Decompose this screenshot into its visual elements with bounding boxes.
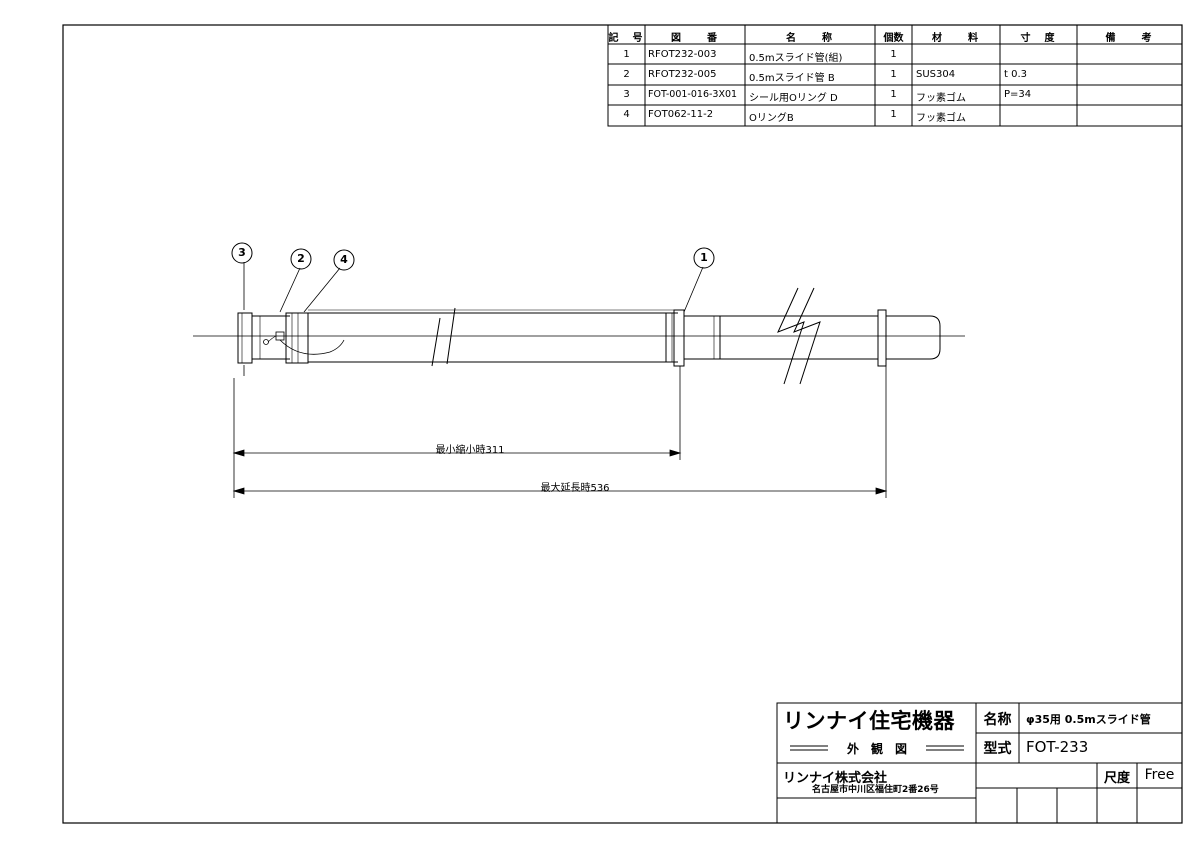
- row3-qty: 1: [890, 89, 897, 100]
- view-label: 外 観 図: [846, 742, 907, 756]
- balloon-2: 2: [297, 252, 305, 265]
- model-value: FOT-233: [1026, 738, 1089, 756]
- balloon-1: 1: [700, 251, 708, 264]
- row4-no: 4: [623, 109, 630, 120]
- model-label: 型式: [983, 741, 1012, 757]
- row4-name: OリングB: [749, 113, 794, 124]
- row3-no: 3: [623, 89, 630, 100]
- row3-name: シール用Oリング D: [749, 93, 838, 104]
- company-logo: リンナイ住宅機器: [783, 709, 955, 733]
- row1-qty: 1: [890, 49, 897, 60]
- header-size: 寸 度: [1020, 33, 1057, 44]
- end-fitting: [237, 312, 345, 364]
- row4-qty: 1: [890, 109, 897, 120]
- outer-tube: [673, 309, 941, 367]
- scale-label: 尺度: [1103, 771, 1130, 786]
- company-name: リンナイ株式会社: [783, 771, 888, 786]
- inner-tube: [308, 309, 678, 363]
- header-qty: 個数: [883, 33, 904, 44]
- parts-table-grid: [607, 24, 1183, 127]
- row2-qty: 1: [890, 69, 897, 80]
- row2-name: 0.5mスライド管 B: [749, 73, 835, 84]
- row4-drawing: FOT062-11-2: [648, 109, 714, 120]
- header-note: 備 考: [1105, 33, 1154, 44]
- name-value: φ35用 0.5mスライド管: [1026, 713, 1151, 726]
- balloon-1-circle: [693, 247, 715, 269]
- balloon-2-circle: [290, 248, 312, 270]
- row1-drawing: RFOT232-003: [648, 49, 717, 60]
- row1-no: 1: [623, 49, 630, 60]
- header-drawing: 図 番: [671, 33, 719, 44]
- row3-material: フッ素ゴム: [916, 93, 966, 104]
- dimension-max-text: 最大延長時536: [540, 483, 610, 494]
- balloon-3-circle: [231, 242, 253, 264]
- title-block-grid: [776, 702, 1183, 824]
- row3-drawing: FOT-001-016-3X01: [648, 89, 738, 100]
- break-marks: [431, 287, 821, 385]
- company-address: 名古屋市中川区福住町2番26号: [812, 785, 939, 795]
- row1-name: 0.5mスライド管(組): [749, 53, 843, 64]
- row2-no: 2: [623, 69, 630, 80]
- name-label: 名称: [983, 712, 1012, 728]
- row2-material: SUS304: [916, 69, 956, 80]
- header-no: 記 号: [608, 33, 645, 44]
- balloon-leaders: [243, 262, 704, 376]
- balloon-4-circle: [333, 249, 355, 271]
- balloon-4: 4: [340, 253, 348, 266]
- dimension-min-text: 最小縮小時311: [435, 445, 505, 456]
- header-material: 材 料: [932, 33, 980, 44]
- row3-size: P=34: [1004, 89, 1032, 100]
- row4-material: フッ素ゴム: [916, 113, 966, 124]
- row2-size: t 0.3: [1004, 69, 1028, 80]
- balloon-3: 3: [238, 246, 246, 259]
- dimension-lines: [232, 366, 888, 498]
- scale-value: Free: [1144, 767, 1175, 783]
- header-name: 名 称: [786, 33, 834, 44]
- row2-drawing: RFOT232-005: [648, 69, 717, 80]
